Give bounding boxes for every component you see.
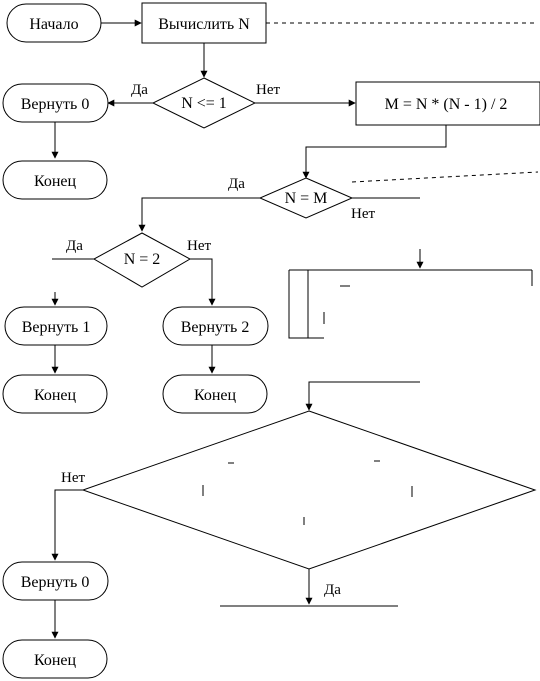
cond-n-eq-2-label: N = 2: [124, 251, 161, 268]
calc-m-node: [355, 81, 540, 126]
no-label-1: Нет: [256, 82, 280, 98]
cond-n-le-1-node: [151, 77, 257, 129]
yes-label-3: Да: [66, 238, 83, 254]
end-1-label: Конец: [34, 173, 77, 190]
return-1-node: [4, 306, 108, 346]
arrow-cond3-no: [190, 258, 216, 306]
compute-n-node: [141, 2, 267, 44]
end-3-label: Конец: [194, 387, 237, 404]
compute-n-label: Вычислить N: [158, 16, 250, 33]
arrow-calcm-to-cond2: [302, 125, 447, 179]
end-2-node: [2, 374, 108, 414]
yes-label-2: Да: [228, 176, 245, 192]
return-1-label: Вернуть 1: [22, 319, 91, 336]
dashed-connector-mid: [351, 171, 539, 183]
no-label-3: Нет: [187, 238, 211, 254]
arrow-cond2-yes: [138, 197, 260, 232]
end-4-label: Конец: [34, 652, 77, 669]
calc-m-label: M = N * (N - 1) / 2: [385, 96, 508, 113]
return-0-bottom-label: Вернуть 0: [21, 574, 90, 591]
return-2-node: [162, 306, 269, 346]
yes-label-1: Да: [131, 82, 148, 98]
start-label: Начало: [29, 16, 78, 33]
arrow-large-decision-no: [51, 489, 83, 561]
cond-n-eq-2-node: [92, 232, 192, 288]
cond-n-eq-m-label: N = M: [285, 190, 328, 207]
end-4-node: [2, 639, 108, 679]
partial-process-box: [288, 270, 324, 339]
end-2-label: Конец: [34, 387, 77, 404]
end-1-node: [2, 160, 108, 200]
cond-n-le-1-label: N <= 1: [181, 95, 227, 112]
return-2-label: Вернуть 2: [181, 319, 250, 336]
no-label-2: Нет: [351, 206, 375, 222]
yes-label-4: Да: [324, 582, 341, 598]
large-decision-node: [81, 410, 537, 570]
end-3-node: [162, 374, 268, 414]
no-label-4: Нет: [61, 470, 85, 486]
return-0-top-label: Вернуть 0: [21, 96, 90, 113]
arrow-to-large-decision: [305, 381, 420, 411]
cond-n-eq-m-node: [258, 177, 354, 219]
